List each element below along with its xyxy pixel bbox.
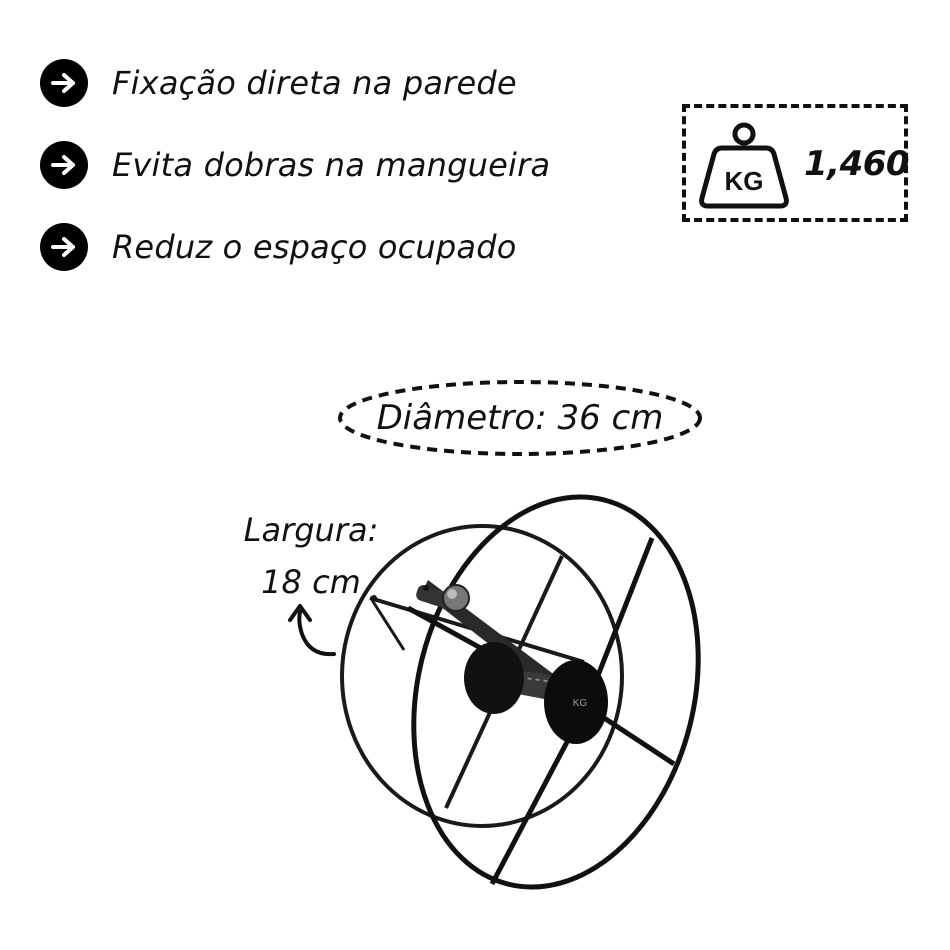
arrow-right-icon (40, 59, 88, 107)
feature-item: Reduz o espaço ocupado (40, 222, 550, 272)
weight-icon-label: KG (725, 166, 764, 196)
width-label-title: Largura: (243, 511, 379, 549)
hub-mark: KG (573, 698, 588, 709)
weight-kg-icon: KG (699, 122, 789, 209)
arrow-right-icon (40, 141, 88, 189)
diameter-label: Diâmetro: 36 cm (376, 398, 664, 438)
hose-reel-illustration: KG (340, 494, 701, 890)
feature-text: Fixação direta na parede (112, 64, 517, 102)
feature-item: Evita dobras na mangueira (40, 140, 550, 190)
feature-text: Evita dobras na mangueira (112, 146, 551, 184)
reel-back-ring (340, 524, 624, 828)
feature-text: Reduz o espaço ocupado (112, 228, 517, 266)
width-label: Largura: 18 cm (226, 504, 396, 608)
feature-item: Fixação direta na parede (40, 58, 550, 108)
weight-badge: KG 1,460 (682, 104, 910, 222)
diameter-outline (338, 380, 702, 456)
arrow-right-icon (40, 223, 88, 271)
width-label-value: 18 cm (261, 563, 361, 601)
reel-front-ring (411, 494, 701, 890)
feature-list: Fixação direta na parede Evita dobras na… (40, 58, 550, 304)
rotate-arrow-icon (288, 604, 336, 657)
weight-value: 1,460 (804, 144, 910, 184)
